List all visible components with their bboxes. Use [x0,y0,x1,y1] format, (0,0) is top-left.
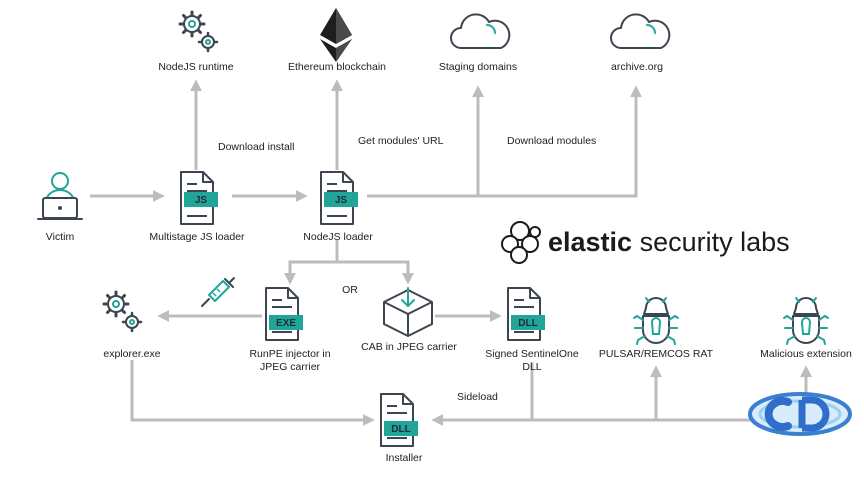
ethereum-icon [320,8,352,62]
staging-node: Staging domains [439,13,517,73]
watermark-logo [748,392,852,436]
sideload-label: Sideload [457,391,498,403]
runpe-node: EXE RunPE injector in JPEG carrier [249,287,331,373]
get-modules-label: Get modules' URL [358,135,444,147]
archive-node: archive.org [610,13,671,73]
signed-dll-node: DLL Signed SentinelOne DLL [485,287,579,373]
js-file-icon: JS [320,171,358,225]
bug-icon [783,297,829,345]
pulsar-node: PULSAR/REMCOS RAT [599,297,714,360]
bug-icon [633,297,679,345]
arrows [90,79,812,426]
cab-label: CAB in JPEG carrier [361,341,457,353]
gears-icon [178,10,219,53]
nodejs-runtime-label: NodeJS runtime [158,61,233,73]
dll-file-icon: DLL [380,393,418,447]
exe-file-icon: EXE [265,287,303,341]
syringe-icon [201,277,235,307]
brand-name: elastic [548,227,632,257]
installer-label: Installer [386,452,423,464]
exe-badge: EXE [276,318,296,329]
elastic-logo-icon [501,221,541,264]
malicious-extension-label: Malicious extension [760,348,852,360]
signed-dll-label-line2: DLL [522,361,541,373]
explorer-node: explorer.exe [102,290,161,360]
dll-badge: DLL [518,318,537,329]
staging-label: Staging domains [439,61,517,73]
dll-badge: DLL [391,424,410,435]
gears-icon [102,290,143,333]
installer-node: DLL Installer [380,393,423,464]
arrow-to-archive [367,85,642,198]
js-file-icon: JS [180,171,218,225]
brand-logo: elastic security labs [501,221,790,264]
signed-dll-label-line1: Signed SentinelOne [485,348,579,360]
or-label: OR [342,284,358,296]
malicious-extension-node: Malicious extension [760,297,852,360]
nodejs-loader-node: JS NodeJS loader [303,171,373,243]
nodejs-loader-label: NodeJS loader [303,231,373,243]
js-loader-label: Multistage JS loader [149,231,245,243]
victim-label: Victim [46,231,75,243]
arrow-to-cab [337,260,414,285]
js-badge: JS [335,195,348,206]
box-download-icon [383,287,433,337]
cloud-icon [610,13,671,50]
nodejs-runtime-node: NodeJS runtime [158,10,234,73]
brand-text: elastic security labs [548,227,790,257]
pulsar-label: PULSAR/REMCOS RAT [599,348,714,360]
runpe-label-line1: RunPE injector in [249,348,330,360]
js-badge: JS [195,195,208,206]
arrow-to-runpe [284,240,339,285]
cloud-icon [450,13,511,50]
archive-label: archive.org [611,61,663,73]
brand-suffix: security labs [632,227,790,257]
victim-node: Victim [37,172,83,243]
ethereum-label: Ethereum blockchain [288,61,386,73]
cab-node: CAB in JPEG carrier [361,287,457,353]
runpe-label-line2: JPEG carrier [260,361,321,373]
arrow-explorer-to-installer [130,360,375,426]
dll-file-icon: DLL [507,287,545,341]
laptop-user-icon [37,172,83,220]
download-install-label: Download install [218,141,294,153]
ethereum-node: Ethereum blockchain [288,8,386,73]
download-modules-label: Download modules [507,135,596,147]
explorer-label: explorer.exe [103,348,160,360]
js-loader-node: JS Multistage JS loader [149,171,245,243]
